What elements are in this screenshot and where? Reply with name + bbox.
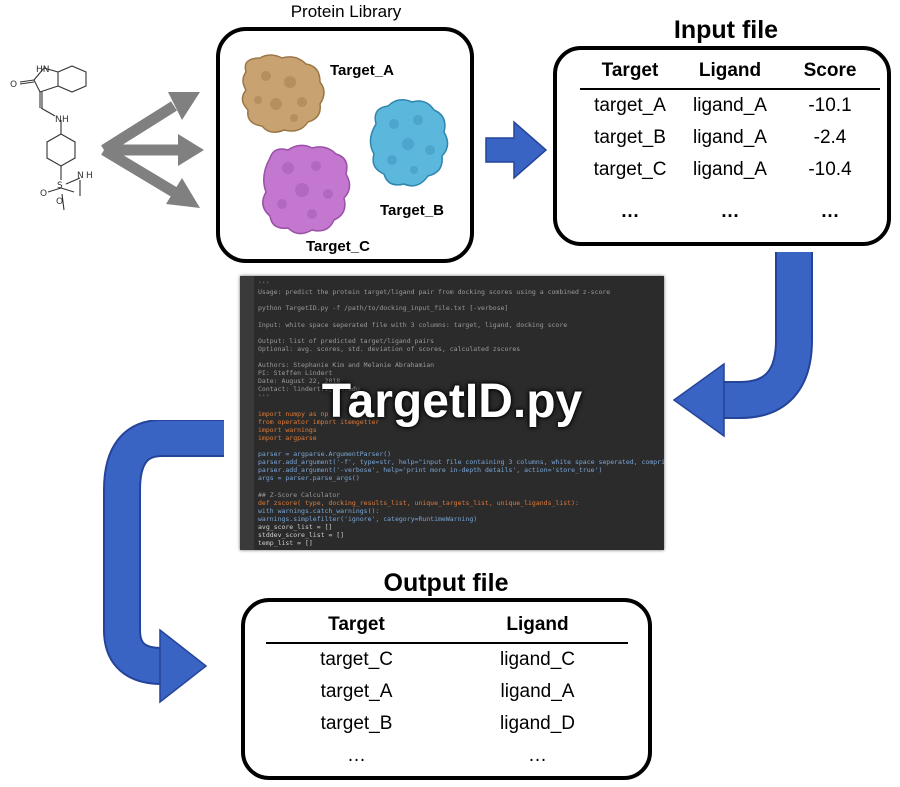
code-line: Usage: predict the protein target/ligand… <box>258 288 611 297</box>
code-line: from operator import itemgetter <box>258 417 380 426</box>
code-line: ''' <box>258 393 270 402</box>
code-line: Input: white space seperated file with 3… <box>258 320 568 329</box>
output-file-table: Target Ligand target_C ligand_C target_A… <box>266 614 628 772</box>
table-row: target_B ligand_D <box>266 708 628 740</box>
table-cell: … <box>620 201 640 222</box>
atom-label: S <box>57 181 63 191</box>
table-row: target_A ligand_A <box>266 676 628 708</box>
code-line: warnings.simplefilter('ignore', category… <box>258 514 478 523</box>
column-header: Ligand <box>447 614 628 644</box>
table-cell: ligand_A <box>500 681 575 702</box>
table-row: target_B ligand_A -2.4 <box>580 122 880 154</box>
code-line: Output: list of predicted target/ligand … <box>258 336 435 345</box>
table-cell: target_C <box>593 159 667 180</box>
table-cell: … <box>820 201 840 222</box>
table-cell: ligand_A <box>693 159 767 180</box>
target-c-label: Target_C <box>306 238 370 255</box>
code-line: Contact: lindert.1@osu.edu <box>258 385 360 394</box>
table-cell: … <box>528 745 547 766</box>
code-line: ## Z-Score Calculator <box>258 490 341 499</box>
code-line: import warnings <box>258 425 317 434</box>
table-cell: target_C <box>320 649 393 670</box>
protein-library-label: Protein Library <box>290 2 402 21</box>
atom-label: H <box>62 115 69 125</box>
table-row: target_C ligand_A -10.4 <box>580 154 880 186</box>
code-line: PI: Steffen Lindert <box>258 369 333 378</box>
code-line: stddev_score_list = [] <box>258 531 345 540</box>
atom-label: N <box>77 171 84 181</box>
atom-label: N <box>55 115 62 125</box>
column-header: Ligand <box>680 60 780 90</box>
table-cell: -2.4 <box>813 127 847 148</box>
input-file-table: Target Ligand Score target_A ligand_A -1… <box>580 60 880 238</box>
code-line: args = parser.parse_args() <box>258 474 360 483</box>
code-line: import argparse <box>258 433 317 442</box>
code-line: with warnings.catch_warnings(): <box>258 506 380 515</box>
code-line: Authors: Stephanie Kim and Melanie Abrah… <box>258 361 435 369</box>
atom-label: HN <box>36 65 50 75</box>
protein-target-b <box>369 99 449 187</box>
input-file-title: Input file <box>673 16 779 44</box>
column-header: Target <box>266 614 447 644</box>
table-cell: ligand_C <box>500 649 575 670</box>
code-line: Date: August 22, 2018 <box>258 377 341 386</box>
code-line: import numpy as np <box>258 409 329 418</box>
arrow-head <box>168 92 200 120</box>
atom-label: O <box>10 80 17 90</box>
table-cell: … <box>720 201 740 222</box>
table-cell: -10.4 <box>808 159 852 180</box>
atom-label: O <box>56 197 63 207</box>
table-header-row: Target Ligand Score <box>580 60 880 90</box>
table-row: target_C ligand_C <box>266 643 628 676</box>
table-cell: -10.1 <box>808 95 852 116</box>
arrow-to-output-file <box>103 420 224 704</box>
code-line: ''' <box>258 280 270 288</box>
arrow-to-input-file <box>485 120 548 180</box>
table-row: … … <box>266 740 628 772</box>
code-line: avg_score_list = [] <box>258 523 333 531</box>
output-file-title: Output file <box>383 569 509 597</box>
arrow-head <box>178 134 204 166</box>
code-line: parser.add_argument('-verbose', help='pr… <box>258 466 603 475</box>
table-row: target_A ligand_A -10.1 <box>580 89 880 122</box>
code-line: Optional: avg. scores, std. deviation of… <box>258 344 521 353</box>
table-cell: ligand_A <box>693 127 767 148</box>
arrow-head <box>166 178 200 208</box>
code-line: python TargetID.py -f /path/to/docking_i… <box>258 304 509 313</box>
table-cell: target_B <box>594 127 666 148</box>
table-cell: target_A <box>594 95 666 116</box>
table-cell: ligand_D <box>500 713 575 734</box>
code-line: temp_list = [] <box>258 539 313 548</box>
table-cell: … <box>347 745 366 766</box>
code-line: def zscore( type, docking_results_list, … <box>258 498 579 507</box>
code-screenshot-panel: '''Usage: predict the protein target/lig… <box>240 276 664 550</box>
protein-target-c <box>262 144 351 235</box>
target-a-label: Target_A <box>330 62 394 79</box>
column-header: Score <box>780 60 880 90</box>
arrow-to-script <box>672 252 813 438</box>
atom-label: O <box>40 189 47 199</box>
protein-target-a <box>241 54 325 133</box>
line-number-gutter <box>240 276 254 550</box>
target-b-label: Target_B <box>380 202 444 219</box>
script-name-title: TargetID.py <box>321 375 583 428</box>
table-cell: target_A <box>320 681 393 702</box>
column-header: Target <box>580 60 680 90</box>
table-cell: ligand_A <box>693 95 767 116</box>
table-cell: target_B <box>320 713 393 734</box>
table-header-row: Target Ligand <box>266 614 628 644</box>
code-line: parser = argparse.ArgumentParser() <box>258 450 392 459</box>
table-row: … … … <box>580 186 880 238</box>
ligand-structure: HN O N H S O O N H <box>10 65 93 211</box>
code-line: parser.add_argument('-f', type=str, help… <box>258 458 664 467</box>
gray-fan-arrows <box>101 92 204 208</box>
atom-label: H <box>86 171 93 181</box>
